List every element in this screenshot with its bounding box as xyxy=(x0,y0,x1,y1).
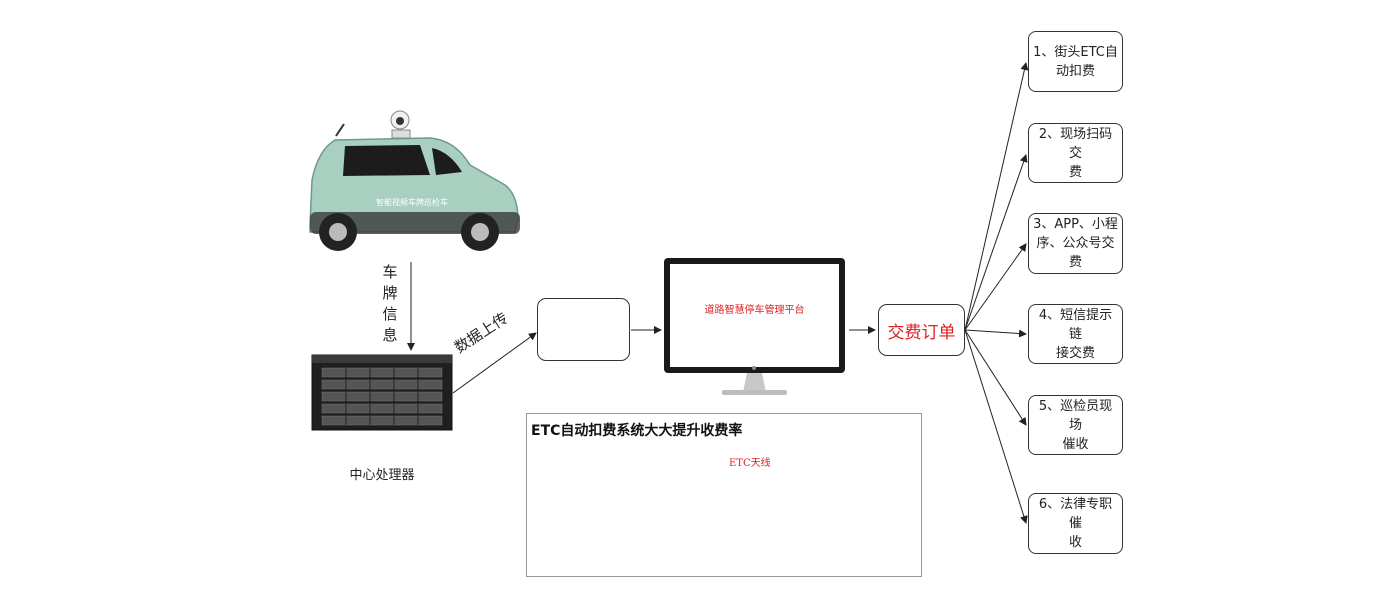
outcome-1-line-2: 动扣费 xyxy=(1055,63,1095,79)
etc-info-panel: ETC自动扣费系统大大提升收费率 ETC天线 xyxy=(526,413,922,577)
outcome-1-line-1: 1、街头ETC自 xyxy=(1033,44,1118,60)
outcome-box-2: 2、现场扫码交费 xyxy=(1028,123,1123,183)
payment-order-label: 交费订单 xyxy=(887,322,956,343)
plate-info-char-1: 车 xyxy=(382,263,398,281)
outcome-box-3: 3、APP、小程序、公众号交费 xyxy=(1028,213,1123,274)
server-label: 中心处理器 xyxy=(349,468,415,483)
arrow-order-to-outcome-3 xyxy=(964,243,1027,331)
cloud-server-node: 云端服 务器 xyxy=(537,298,630,361)
inspection-car-image: 智能视频车牌巡检车 xyxy=(309,110,520,251)
outcome-3-line-2: 序、公众号交费 xyxy=(1036,236,1115,270)
outcome-6-line-1: 6、法律专职催 xyxy=(1038,497,1113,531)
etc-antenna-label: ETC天线 xyxy=(729,458,771,469)
monitor-image xyxy=(664,258,845,395)
outcome-3-line-1: 3、APP、小程 xyxy=(1033,217,1118,232)
outcome-2-line-2: 费 xyxy=(1068,164,1082,180)
outcome-6-line-2: 收 xyxy=(1068,535,1082,550)
outcome-5-line-2: 催收 xyxy=(1062,436,1089,452)
outcome-box-1: 1、街头ETC自动扣费 xyxy=(1028,31,1123,92)
car-side-text: 智能视频车牌巡检车 xyxy=(376,197,448,207)
arrow-order-to-outcome-5 xyxy=(964,329,1027,426)
plate-info-label: 车 牌 信 息 xyxy=(380,262,400,346)
server-image xyxy=(311,354,453,431)
cloud-label-line-2: 务器 xyxy=(569,331,598,347)
payment-order-node: 交费订单 xyxy=(878,304,965,356)
outcome-5-line-1: 5、巡检员现场 xyxy=(1038,398,1113,433)
etc-panel-title: ETC自动扣费系统大大提升收费率 xyxy=(531,423,743,439)
arrow-server-to-cloud xyxy=(452,332,537,394)
arrow-order-to-outcome-2 xyxy=(964,154,1028,331)
arrow-order-to-outcome-1 xyxy=(964,62,1029,331)
plate-info-char-4: 息 xyxy=(382,326,398,344)
plate-info-char-3: 信 xyxy=(382,305,398,323)
outcome-4-line-2: 接交费 xyxy=(1055,345,1095,361)
fan-out-arrows xyxy=(964,62,1029,524)
outcome-box-5: 5、巡检员现场催收 xyxy=(1028,395,1123,455)
outcome-box-6: 6、法律专职催收 xyxy=(1028,493,1123,554)
plate-info-char-2: 牌 xyxy=(382,284,398,302)
outcome-4-line-1: 4、短信提示链 xyxy=(1038,307,1113,342)
arrow-order-to-outcome-6 xyxy=(964,329,1028,524)
outcome-box-4: 4、短信提示链接交费 xyxy=(1028,304,1123,364)
outcome-2-line-1: 2、现场扫码交 xyxy=(1038,126,1113,161)
platform-title: 道路智慧停车管理平台 xyxy=(704,305,805,316)
cloud-label-line-1: 云端服 xyxy=(562,313,605,329)
arrow-order-to-outcome-4 xyxy=(964,329,1027,338)
